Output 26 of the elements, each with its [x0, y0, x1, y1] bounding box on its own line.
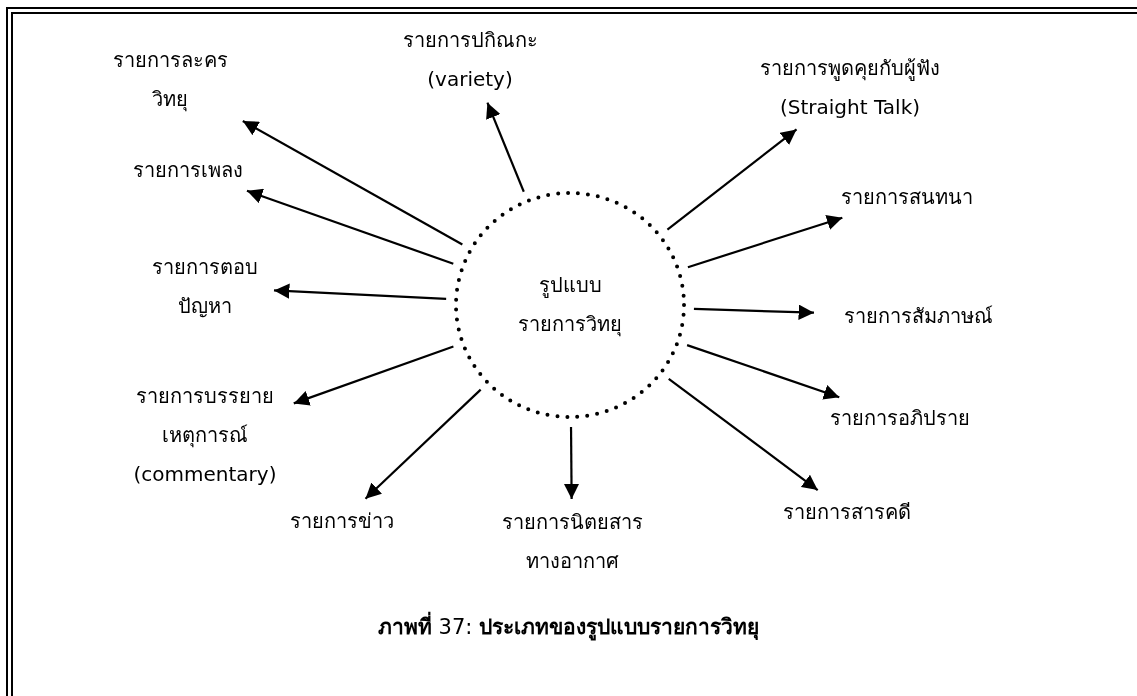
arrow — [273, 283, 447, 300]
node-label: รายการสารคดี — [782, 498, 912, 526]
node-label: รายการเพลง — [132, 156, 244, 184]
figure-caption: ภาพที่ 37: ประเภทของรูปแบบรายการวิทยุ — [0, 610, 1137, 643]
node-label: รายการบรรยาย เหตุการณ์ (commentary) — [132, 382, 278, 488]
arrow — [666, 128, 798, 231]
node-label: รายการนิตยสาร ทางอากาศ — [500, 509, 644, 575]
node-label: รูปแบบ รายการวิทยุ — [517, 272, 623, 339]
arrow — [563, 427, 580, 499]
node-label: รายการปกิณกะ (variety) — [401, 27, 539, 93]
arrow — [486, 102, 525, 193]
node-label: รายการตอบ ปัญหา — [151, 254, 259, 320]
arrow — [293, 345, 454, 406]
node-label: รายการละคร วิทยุ — [111, 47, 229, 114]
node-label: รายการสนทนา — [840, 183, 974, 211]
arrow — [693, 304, 815, 320]
node-label: รายการข่าว — [289, 507, 395, 535]
arrow — [668, 377, 819, 491]
arrow — [242, 120, 463, 246]
node-label: รายการสัมภาษณ์ — [842, 302, 994, 330]
arrow — [687, 215, 843, 269]
arrow — [246, 188, 454, 265]
node-label: รายการพูดคุยกับผู้ฟัง (Straight Talk) — [759, 55, 941, 121]
arrow — [364, 388, 482, 500]
arrow — [686, 344, 840, 400]
node-label: รายการอภิปราย — [829, 404, 971, 432]
